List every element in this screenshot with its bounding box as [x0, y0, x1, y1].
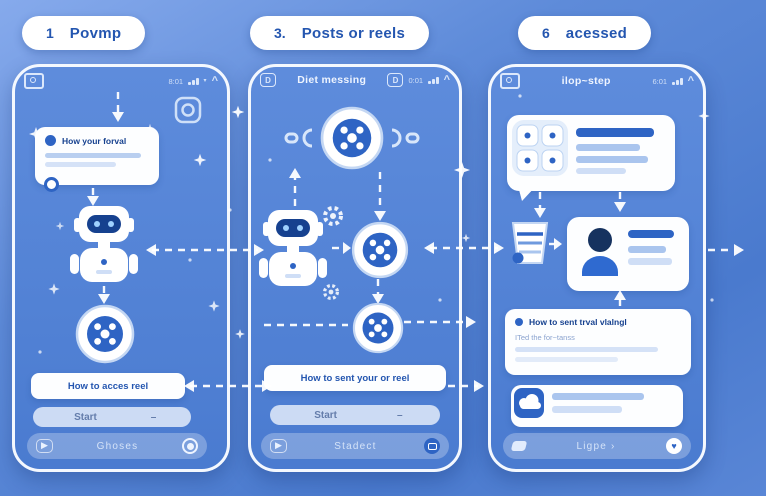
text-line-placeholder — [45, 153, 141, 158]
app-badge-icon: D — [387, 73, 404, 87]
bottom-nav-bar[interactable]: ▶ Stadect — [261, 433, 449, 459]
caption-card: How to sent trval vlalngl ITed the for~t… — [505, 309, 691, 375]
start-button-label: Start — [314, 409, 337, 421]
phone2-title: Diet messing — [297, 74, 367, 86]
minimize-dash: – — [150, 411, 157, 423]
play-icon[interactable]: ▶ — [36, 439, 53, 453]
flow-arrow-exit — [708, 244, 744, 256]
chevron-up-icon[interactable]: ^ — [687, 74, 694, 87]
clock-text: 6:01 — [652, 76, 668, 86]
text-line-placeholder — [45, 162, 116, 167]
caption-subtext: ITed the for~tanss — [515, 333, 575, 342]
camera-icon — [500, 73, 520, 89]
signal-bars-icon — [428, 76, 439, 84]
phone3-title: ilop~step — [561, 75, 611, 87]
phone-mockup-1: 8:01 ▾ ^ How your forval How to acces re… — [12, 64, 230, 472]
caption-card: How to acces reel — [31, 373, 185, 399]
start-button[interactable]: Start – — [270, 405, 440, 425]
text-line-placeholder — [515, 347, 658, 352]
signal-bars-icon — [188, 77, 199, 85]
send-icon[interactable] — [510, 441, 528, 451]
phone2-status-bar: D Diet messing D 0:01 ^ — [260, 73, 450, 87]
chevron-up-icon[interactable]: ^ — [211, 74, 218, 87]
caption-card: How to sent your or reel — [264, 365, 446, 391]
bottom-nav-bar[interactable]: ▶ Ghoses — [27, 433, 207, 459]
heart-icon[interactable]: ♥ — [666, 438, 682, 454]
clock-text: 0:01 — [408, 75, 424, 85]
bottom-bar-label: Ghoses — [96, 440, 139, 452]
start-button[interactable]: Start – — [33, 407, 191, 427]
chevron-up-icon[interactable]: ^ — [443, 73, 450, 86]
step-number: 1 — [46, 25, 54, 41]
phone-mockup-3: ilop~step 6:01 ^ How to sent trval vlaln… — [488, 64, 706, 472]
phone-mockup-2: D Diet messing D 0:01 ^ How to sent your… — [248, 64, 462, 472]
step-pill-1: 1 Povmp — [22, 16, 146, 50]
step-pill-3: 6 acessed — [518, 16, 652, 50]
bottom-nav-bar[interactable]: Ligpe › ♥ — [503, 433, 691, 459]
camera-icon — [24, 73, 44, 89]
clock-text: 8:01 — [168, 76, 184, 86]
app-badge-icon: D — [260, 73, 276, 87]
minimize-dash: – — [397, 409, 403, 421]
avatar — [45, 135, 56, 146]
step-number: 3. — [274, 25, 286, 41]
record-ring-icon[interactable] — [182, 438, 198, 454]
start-button-label: Start — [74, 411, 97, 423]
phone1-status-bar: 8:01 ▾ ^ — [24, 73, 218, 89]
step-label: Povmp — [69, 24, 122, 42]
camera-button-icon[interactable] — [424, 438, 440, 454]
person-profile-card — [567, 217, 689, 291]
step-label: Posts or reels — [301, 24, 406, 42]
reaction-dot-icon — [44, 177, 59, 192]
caption-title: How to sent trval vlalngl — [529, 317, 627, 327]
signal-bars-icon — [672, 77, 683, 85]
chat-message-title: How your forval — [62, 135, 127, 146]
play-icon[interactable]: ▶ — [270, 439, 287, 453]
step-pill-2: 3. Posts or reels — [250, 16, 430, 50]
text-line-placeholder — [515, 357, 618, 362]
bottom-bar-label: Ligpe › — [576, 440, 616, 452]
battery-icon: ▾ — [203, 78, 207, 84]
app-grid-bubble-card — [507, 115, 675, 191]
bullet-dot-icon — [515, 318, 523, 326]
phone3-status-bar: ilop~step 6:01 ^ — [500, 73, 694, 89]
chat-message-card: How your forval — [35, 127, 159, 192]
bottom-bar-label: Stadect — [334, 440, 377, 452]
cloud-message-card — [511, 385, 683, 427]
step-number: 6 — [542, 25, 550, 41]
step-label: acessed — [565, 24, 628, 42]
